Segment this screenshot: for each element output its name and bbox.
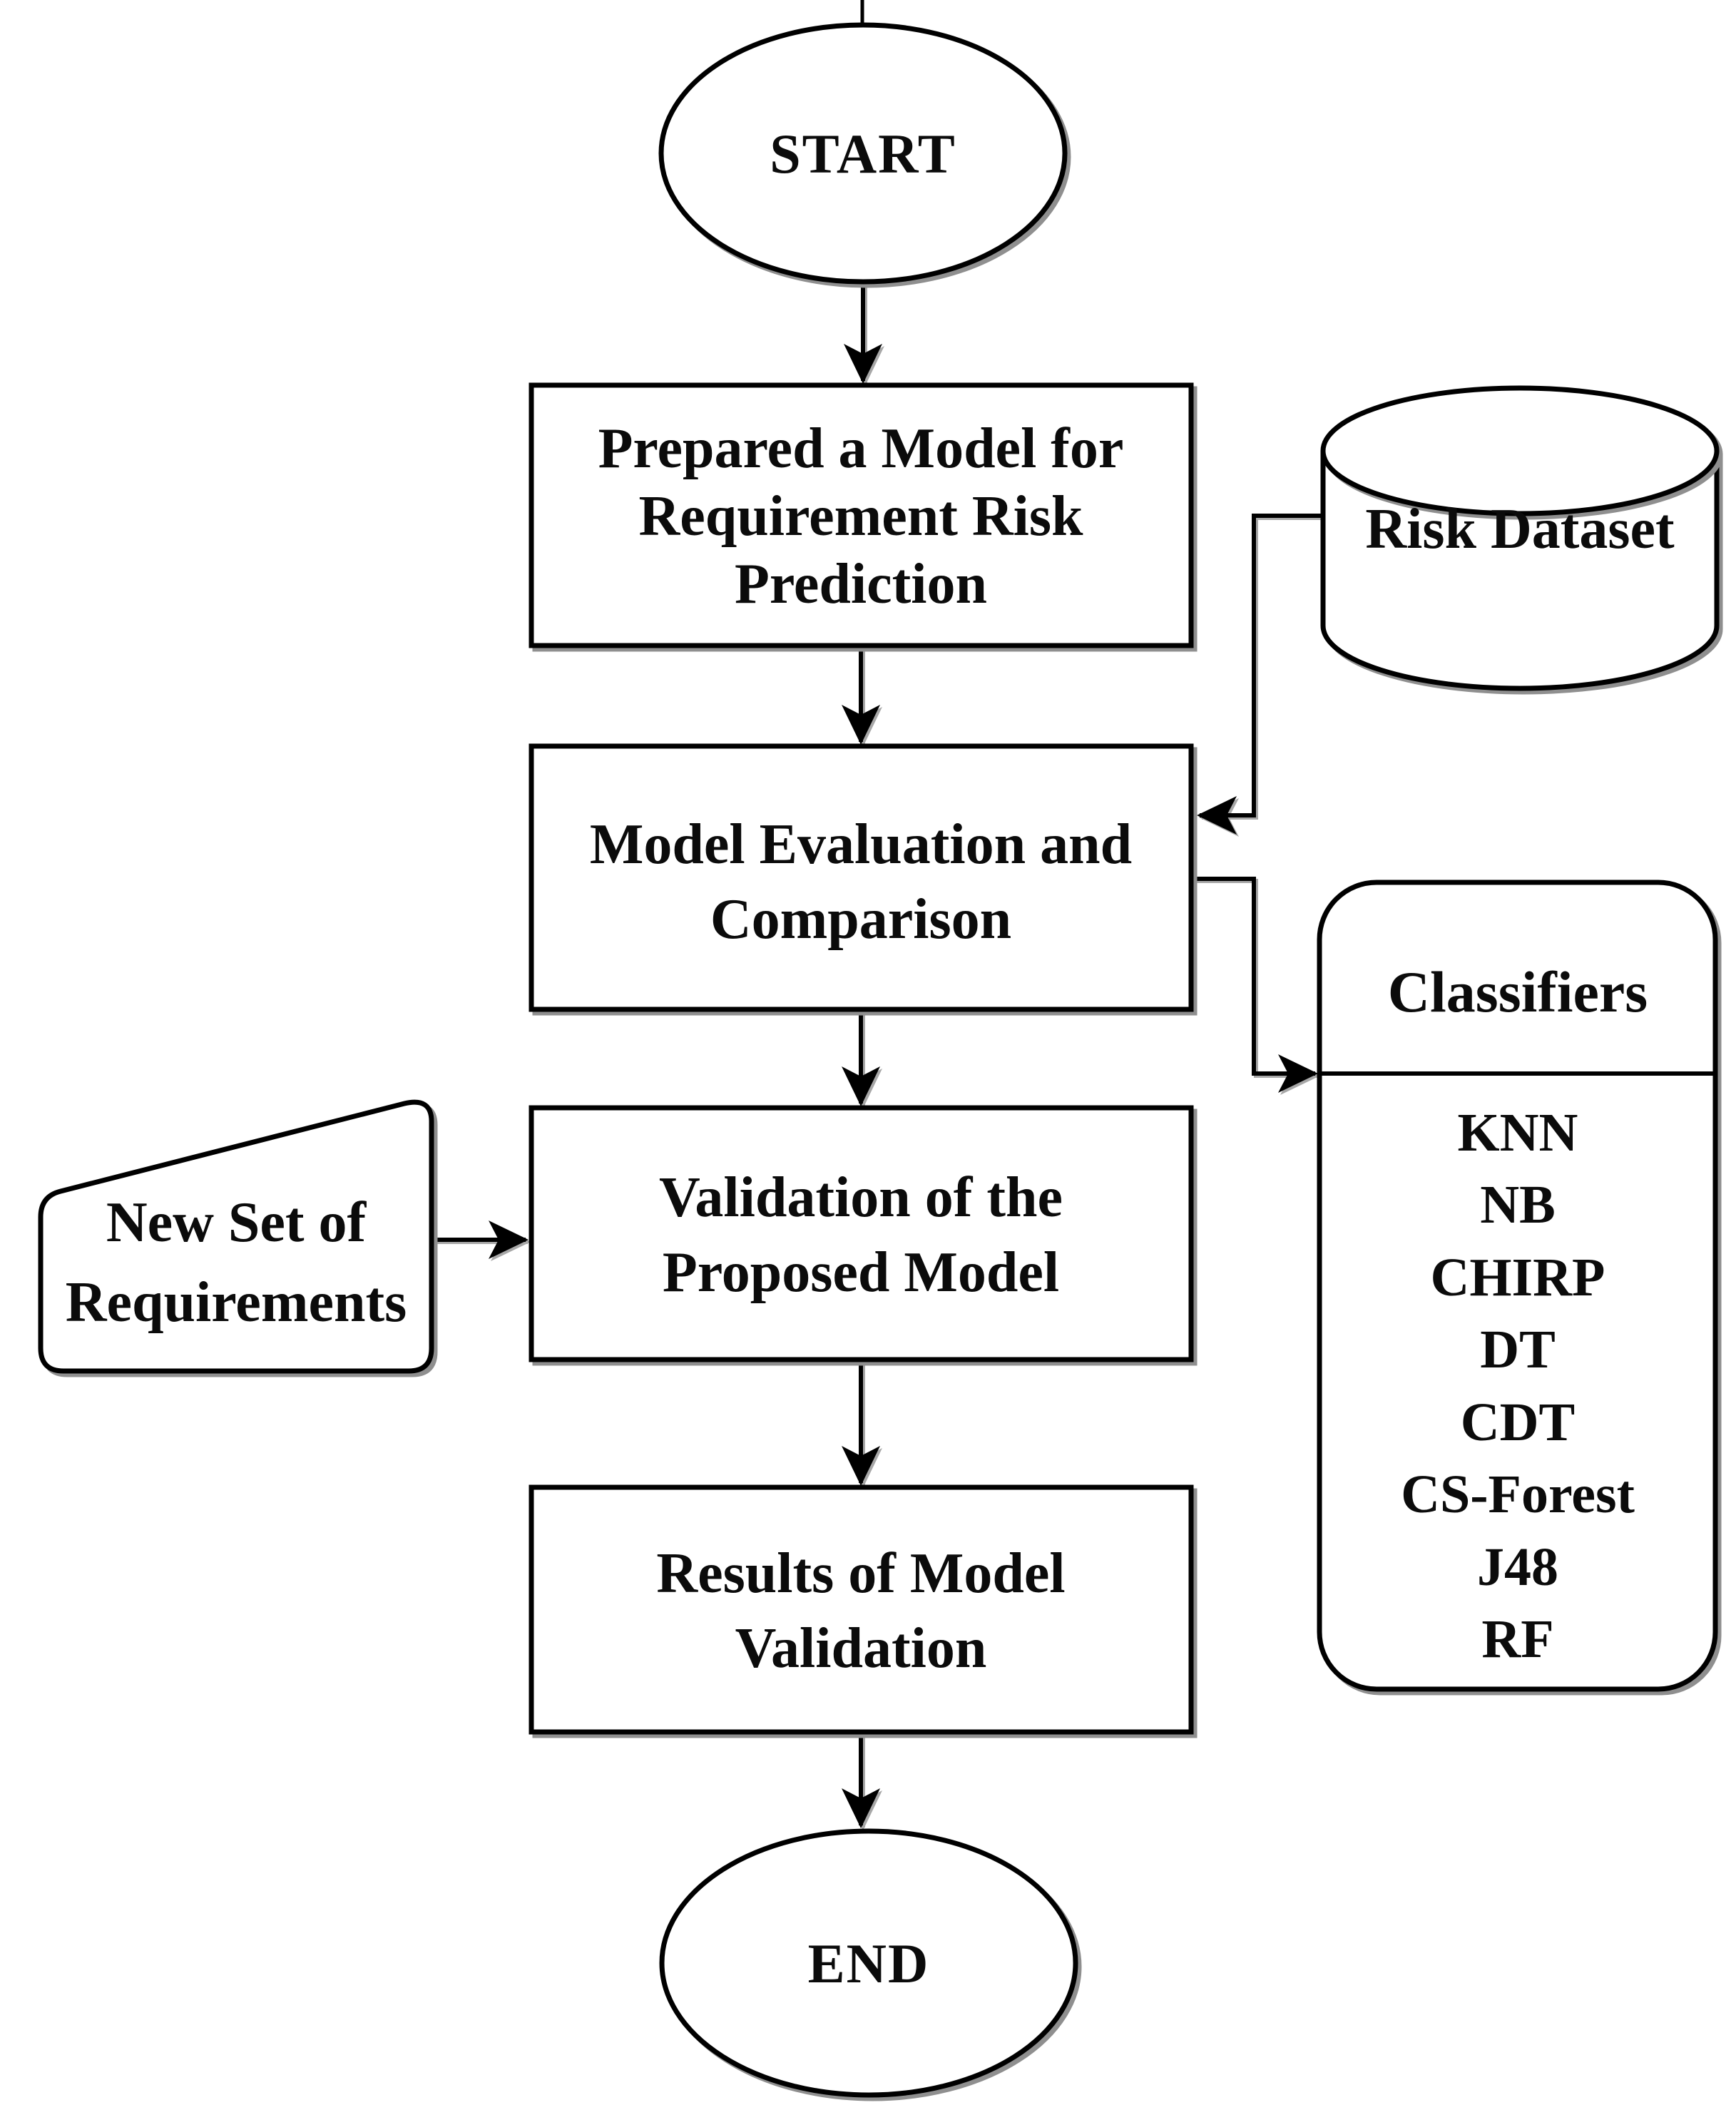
results-line2: Validation bbox=[735, 1617, 987, 1680]
prepared-model-line3: Prediction bbox=[735, 553, 987, 616]
classifier-item-chirp: CHIRP bbox=[1431, 1248, 1605, 1308]
model-evaluation-line2: Comparison bbox=[710, 888, 1011, 951]
prepared-model-line1: Prepared a Model for bbox=[598, 417, 1124, 480]
validation-line1: Validation of the bbox=[659, 1166, 1063, 1229]
new-requirements-line2: Requirements bbox=[66, 1271, 407, 1334]
classifier-item-nb: NB bbox=[1480, 1175, 1556, 1235]
classifier-item-j48: J48 bbox=[1477, 1537, 1558, 1597]
model-evaluation-line1: Model Evaluation and bbox=[590, 813, 1132, 876]
edges-layer bbox=[432, 0, 1321, 1828]
classifier-item-knn: KNN bbox=[1458, 1103, 1578, 1163]
validation-line2: Proposed Model bbox=[663, 1241, 1059, 1304]
results-box bbox=[529, 1484, 1194, 1735]
classifier-item-cdt: CDT bbox=[1461, 1392, 1575, 1452]
start-label: START bbox=[770, 123, 956, 185]
classifiers-node: Classifiers KNN NB CHIRP DT CDT CS-Fores… bbox=[1317, 880, 1718, 1692]
prepared-model-box bbox=[529, 382, 1194, 648]
classifier-item-dt: DT bbox=[1480, 1320, 1556, 1380]
classifiers-container bbox=[1317, 880, 1718, 1692]
model-evaluation-node: Model Evaluation and Comparison bbox=[529, 743, 1194, 1012]
start-node: START bbox=[658, 22, 1068, 285]
end-node: END bbox=[659, 1828, 1078, 2098]
classifier-item-rf: RF bbox=[1481, 1609, 1553, 1669]
end-label: END bbox=[808, 1932, 930, 1994]
arrow-evaluation-to-classifiers bbox=[1191, 877, 1318, 1093]
prepared-model-node: Prepared a Model for Requirement Risk Pr… bbox=[529, 382, 1194, 648]
risk-dataset-cylinder-top bbox=[1320, 385, 1720, 516]
prepared-model-line2: Requirement Risk bbox=[639, 485, 1083, 548]
results-line1: Results of Model bbox=[656, 1542, 1065, 1605]
new-requirements-line1: New Set of bbox=[106, 1191, 367, 1254]
classifiers-title: Classifiers bbox=[1388, 959, 1648, 1024]
start-ellipse bbox=[658, 22, 1068, 285]
model-evaluation-box bbox=[529, 743, 1194, 1012]
validation-node: Validation of the Proposed Model bbox=[529, 1105, 1194, 1362]
risk-dataset-cylinder-body bbox=[1320, 451, 1720, 691]
classifier-item-csforest: CS-Forest bbox=[1401, 1464, 1635, 1524]
arrow-riskdataset-to-evaluation bbox=[1197, 514, 1321, 835]
end-ellipse bbox=[659, 1828, 1078, 2098]
risk-dataset-node: Risk Dataset bbox=[1320, 385, 1720, 691]
risk-dataset-label: Risk Dataset bbox=[1365, 498, 1675, 561]
new-requirements-node: New Set of Requirements bbox=[38, 1099, 434, 1374]
results-node: Results of Model Validation bbox=[529, 1484, 1194, 1735]
new-requirements-shape bbox=[38, 1099, 434, 1374]
validation-box bbox=[529, 1105, 1194, 1362]
